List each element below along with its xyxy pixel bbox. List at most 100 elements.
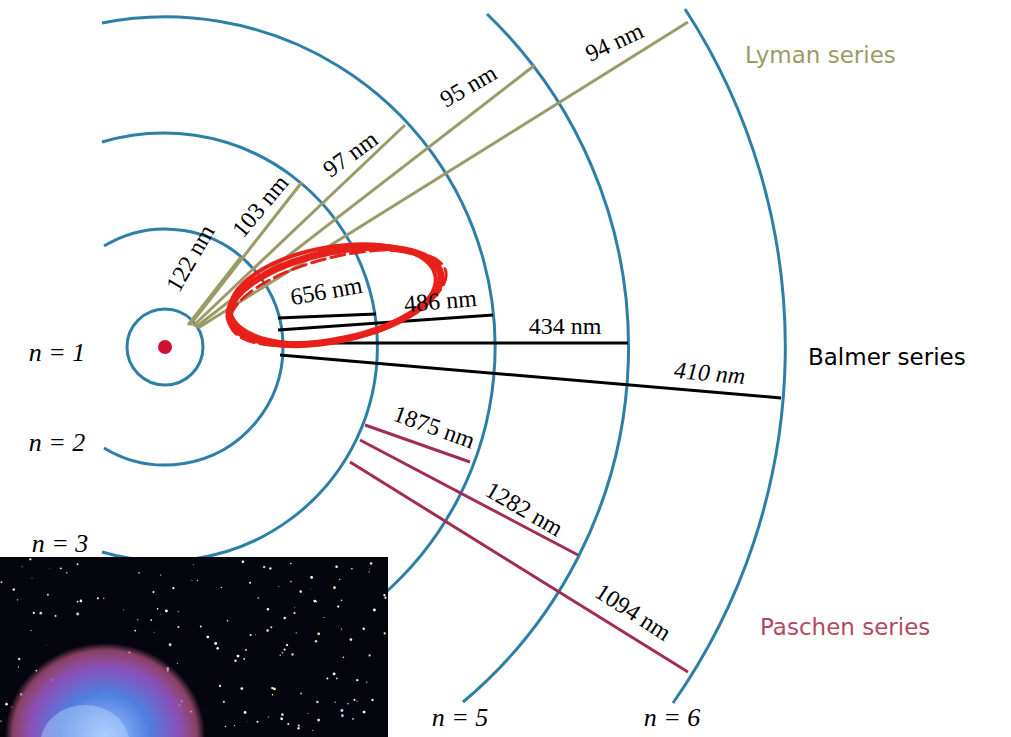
star bbox=[336, 677, 338, 679]
star bbox=[217, 648, 219, 650]
star bbox=[242, 561, 245, 564]
star bbox=[255, 634, 257, 636]
star bbox=[237, 655, 240, 658]
star bbox=[66, 572, 67, 573]
star bbox=[284, 617, 286, 619]
orbit-label: n = 1 bbox=[29, 340, 86, 366]
star bbox=[138, 572, 140, 574]
star bbox=[310, 588, 312, 590]
wavelength-label: 486 nm bbox=[403, 286, 477, 316]
wavelength-label: 1094 nm bbox=[591, 579, 675, 645]
star bbox=[307, 713, 308, 714]
star bbox=[219, 685, 221, 687]
star bbox=[197, 580, 198, 581]
star bbox=[273, 687, 276, 690]
star bbox=[383, 594, 385, 596]
star bbox=[33, 612, 35, 614]
star bbox=[178, 611, 179, 612]
star bbox=[55, 615, 57, 617]
star bbox=[282, 652, 284, 654]
star bbox=[370, 562, 372, 564]
star bbox=[169, 643, 172, 646]
wavelength-label: 1282 nm bbox=[481, 477, 566, 540]
star bbox=[356, 679, 358, 681]
star bbox=[343, 657, 345, 659]
star bbox=[191, 580, 193, 582]
star bbox=[97, 597, 99, 599]
star bbox=[267, 608, 269, 610]
star bbox=[363, 711, 366, 714]
star bbox=[371, 699, 373, 701]
star bbox=[29, 558, 31, 560]
star bbox=[249, 582, 251, 584]
star bbox=[384, 597, 386, 599]
star bbox=[296, 632, 297, 633]
star bbox=[290, 563, 291, 564]
star bbox=[172, 587, 174, 589]
star bbox=[244, 711, 247, 714]
star bbox=[134, 630, 136, 632]
wavelength-label: 656 nm bbox=[288, 273, 364, 309]
star bbox=[272, 694, 273, 695]
star bbox=[22, 566, 23, 567]
star bbox=[339, 579, 340, 580]
star bbox=[18, 658, 21, 661]
star bbox=[245, 649, 247, 651]
star bbox=[200, 626, 202, 628]
star bbox=[340, 709, 343, 712]
star bbox=[263, 566, 265, 568]
star bbox=[216, 647, 218, 649]
star bbox=[270, 626, 272, 628]
star bbox=[206, 636, 209, 639]
star bbox=[103, 598, 104, 599]
star bbox=[366, 682, 367, 683]
star bbox=[333, 586, 336, 589]
star bbox=[384, 632, 386, 634]
wavelength-label: 1875 nm bbox=[390, 401, 478, 453]
star bbox=[227, 620, 229, 622]
star bbox=[221, 587, 222, 588]
star bbox=[297, 727, 299, 729]
star bbox=[356, 701, 357, 702]
star bbox=[335, 566, 337, 568]
star bbox=[373, 609, 376, 612]
star bbox=[280, 655, 281, 656]
star bbox=[351, 568, 353, 570]
orbit-label: n = 2 bbox=[29, 430, 86, 456]
star bbox=[341, 714, 344, 717]
orbit-label: n = 5 bbox=[432, 705, 489, 731]
star bbox=[47, 594, 49, 596]
star bbox=[284, 649, 286, 651]
star bbox=[300, 693, 302, 695]
balmer-lines bbox=[278, 314, 781, 398]
star bbox=[363, 628, 365, 630]
star bbox=[258, 597, 259, 598]
wavelength-label: 410 nm bbox=[673, 358, 746, 388]
star bbox=[337, 605, 339, 607]
star bbox=[291, 653, 293, 655]
star bbox=[294, 607, 296, 609]
orbit-n6 bbox=[673, 9, 785, 703]
star bbox=[76, 612, 79, 615]
star bbox=[177, 626, 179, 628]
star bbox=[315, 640, 318, 643]
star bbox=[193, 564, 194, 565]
star bbox=[266, 629, 269, 632]
star bbox=[137, 619, 138, 620]
star bbox=[278, 586, 279, 587]
orbit-label: n = 6 bbox=[644, 705, 701, 731]
star bbox=[313, 600, 316, 603]
star bbox=[312, 730, 313, 731]
star bbox=[316, 701, 318, 703]
star bbox=[123, 609, 125, 611]
star bbox=[310, 576, 313, 579]
star bbox=[243, 658, 245, 660]
star bbox=[150, 619, 152, 621]
star bbox=[317, 719, 320, 722]
paschen-lines bbox=[350, 425, 688, 672]
star bbox=[280, 717, 283, 720]
star bbox=[0, 720, 1, 721]
star bbox=[293, 612, 295, 614]
series-label: Lyman series bbox=[745, 44, 896, 67]
star bbox=[369, 568, 371, 570]
